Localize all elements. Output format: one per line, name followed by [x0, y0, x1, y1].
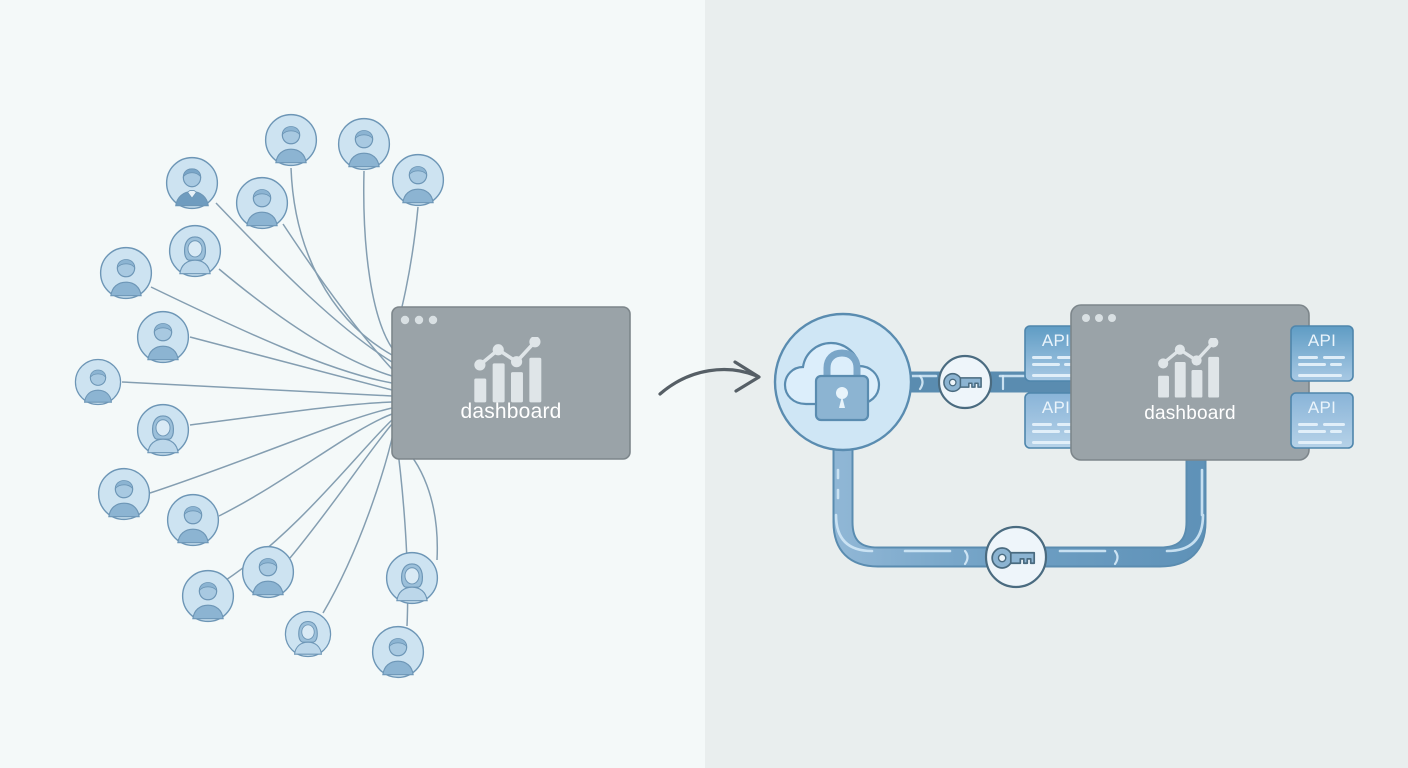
avatar — [136, 310, 190, 364]
right-dashboard-window[interactable] — [1070, 304, 1310, 461]
avatar — [166, 493, 220, 547]
user-avatar[interactable] — [241, 545, 295, 599]
api-card-text-line — [1032, 356, 1052, 359]
api-card-right-top-label: API — [1307, 331, 1337, 350]
api-card-text-line — [1032, 423, 1052, 426]
avatar — [371, 625, 425, 679]
avatar — [235, 176, 289, 230]
user-avatar[interactable] — [136, 403, 190, 457]
window-body — [1070, 304, 1310, 461]
api-card-right-top[interactable] — [1290, 325, 1354, 382]
api-card-text-line — [1298, 430, 1326, 433]
user-avatar[interactable] — [284, 610, 332, 658]
avatar — [165, 156, 219, 210]
user-avatar[interactable] — [337, 117, 391, 171]
api-card-body — [1290, 392, 1354, 449]
window-chrome-dots — [1082, 314, 1116, 322]
user-avatar[interactable] — [391, 153, 445, 207]
api-card-text-line — [1330, 363, 1342, 366]
avatar — [385, 551, 439, 605]
api-card-group-right — [1290, 325, 1354, 449]
avatar — [99, 246, 153, 300]
window-chrome-dots — [400, 315, 438, 325]
user-avatar[interactable] — [74, 358, 122, 406]
api-card-body — [1290, 325, 1354, 382]
avatar — [74, 358, 122, 406]
api-card-text-line — [1323, 423, 1345, 426]
cloud-lock-node[interactable] — [773, 312, 913, 452]
avatar — [284, 610, 332, 658]
user-avatar[interactable] — [371, 625, 425, 679]
avatar — [264, 113, 318, 167]
user-avatar[interactable] — [385, 551, 439, 605]
api-card-text-line — [1298, 423, 1318, 426]
user-avatar[interactable] — [99, 246, 153, 300]
api-card-text-line — [1330, 430, 1342, 433]
lock-icon — [814, 349, 870, 422]
user-avatar[interactable] — [235, 176, 289, 230]
user-avatar[interactable] — [97, 467, 151, 521]
api-card-text-line — [1298, 441, 1342, 444]
api-card-text-line — [1032, 430, 1060, 433]
avatar — [337, 117, 391, 171]
user-avatar[interactable] — [165, 156, 219, 210]
api-card-right-bottom-label: API — [1307, 398, 1337, 417]
api-card-text-line — [1032, 363, 1060, 366]
api-card-text-line — [1298, 374, 1342, 377]
transition-arrow — [658, 360, 761, 396]
api-card-text-line — [1032, 374, 1076, 377]
api-card-text-line — [1298, 363, 1326, 366]
api-card-left-top-label: API — [1041, 331, 1071, 350]
user-avatar[interactable] — [264, 113, 318, 167]
avatar — [168, 224, 222, 278]
user-avatar[interactable] — [166, 493, 220, 547]
user-avatar[interactable] — [181, 569, 235, 623]
api-card-text-line — [1298, 356, 1318, 359]
api-card-text-line — [1323, 356, 1345, 359]
avatar — [97, 467, 151, 521]
api-card-left-bottom-label: API — [1041, 398, 1071, 417]
avatar — [136, 403, 190, 457]
api-card-text-line — [1032, 441, 1076, 444]
api-card-right-bottom[interactable] — [1290, 392, 1354, 449]
left-dashboard-window[interactable] — [391, 306, 631, 460]
user-avatar[interactable] — [136, 310, 190, 364]
user-avatar[interactable] — [168, 224, 222, 278]
avatar — [241, 545, 295, 599]
avatar — [391, 153, 445, 207]
key-node-bottom[interactable] — [984, 525, 1048, 589]
avatar — [181, 569, 235, 623]
key-node-top[interactable] — [937, 354, 993, 410]
